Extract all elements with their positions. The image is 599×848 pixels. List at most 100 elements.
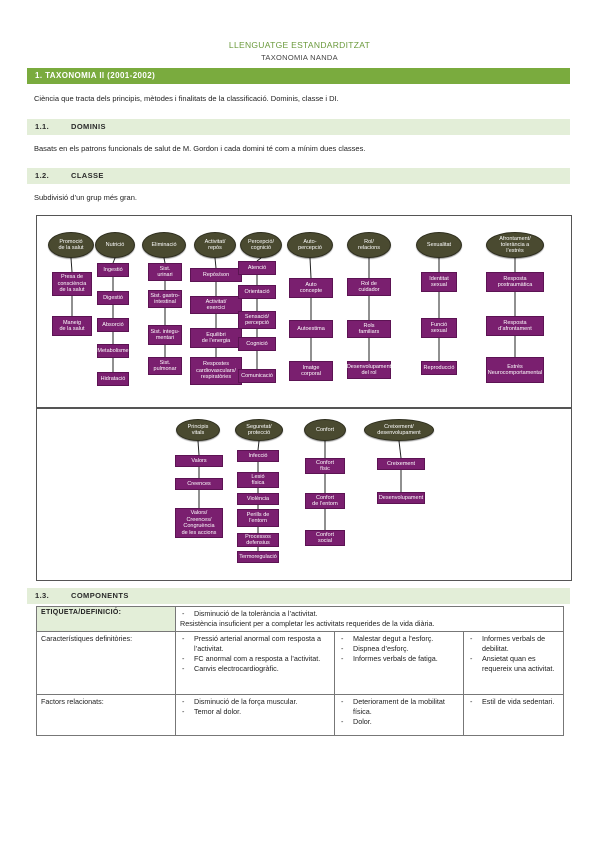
class-box: Valors/ Creences/ Congruència de les acc… [175,508,223,538]
class-box: Autoestima [289,320,333,338]
class-box: Funció sexual [421,318,457,338]
class-box: Creences [175,478,223,490]
domain-oval: Promoció de la salut [48,232,94,258]
class-box: Desenvolupament [377,492,425,504]
domain-oval: Eliminació [142,232,186,258]
class-box: Reproducció [421,361,457,375]
document-subtitle: TAXONOMIA NANDA [261,53,338,62]
class-box: Respostes cardiovasculars/ respiratòries [190,357,242,385]
class-box: Metabolisme [97,344,129,358]
caract-col1: Pressió arterial anormal com resposta a … [175,631,335,695]
diagram-bottom-frame [36,408,572,581]
factors-label: Factors relacionats: [36,694,176,736]
class-box: Sist. urinari [148,263,182,281]
class-box: Imatge corporal [289,361,333,381]
class-box: Cognició [238,337,276,351]
etiqueta-item: Disminució de la tolerància a l’activita… [180,609,559,619]
list-item: Disminució de la força muscular. [180,697,330,707]
class-box: Presa de consciència de la salut [52,272,92,296]
domain-oval: Creixement/ desenvolupament [364,419,434,441]
class-box: Valors [175,455,223,467]
list-item: Deteriorament de la mobilitat física. [339,697,459,717]
etiqueta-definition: Resistència insuficient per a completar … [180,619,435,628]
domain-oval: Principis vitals [176,419,220,441]
class-box: Sist. pulmonar [148,357,182,375]
etiqueta-cell: Disminució de la tolerància a l’activita… [175,606,564,632]
class-box: Activitat/ exercici [190,296,242,314]
list-item: Temor al dolor. [180,707,330,717]
caract-col3: Informes verbals de debilitat.Ansietat q… [463,631,564,695]
class-box: Identitat sexual [421,272,457,292]
domain-oval: Sexualitat [416,232,462,258]
subsection-classe-bar: 1.2. CLASSE [27,168,570,184]
class-box: Maneig de la salut [52,316,92,336]
caract-col2: Malestar degut a l’esforç.Dispnea d’esfo… [334,631,464,695]
class-box: Resposta d’afrontament [486,316,544,336]
domain-oval: Auto- percepció [287,232,333,258]
class-box: Resposta postraumàtica [486,272,544,292]
subsection-title: DOMINIS [71,122,106,131]
class-box: Lesió física [237,472,279,488]
subsection-title: COMPONENTS [71,591,129,600]
list-item: Pressió arterial anormal com resposta a … [180,634,330,654]
domain-oval: Seguretat/ protecció [235,419,283,441]
class-box: Termoregulació [237,551,279,563]
etiqueta-label: ETIQUETA/DEFINICIÓ: [36,606,176,632]
class-box: Repòs/son [190,268,242,282]
document-title: LLENGUATGE ESTANDARDITZAT [228,40,371,50]
domain-oval: Rol/ relacions [347,232,391,258]
class-box: Desenvolupament del rol [347,361,391,379]
class-box: Perills de l’entorn [237,509,279,527]
subsection-title: CLASSE [71,171,104,180]
factors-col2: Deteriorament de la mobilitat física.Dol… [334,694,464,736]
class-box: Atenció [238,261,276,275]
components-table: ETIQUETA/DEFINICIÓ: Disminució de la tol… [36,606,564,736]
class-box: Rol de cuidador [347,278,391,296]
list-item: Informes verbals de fatiga. [339,654,459,664]
subsection-dominis-bar: 1.1. DOMINIS [27,119,570,135]
domain-oval: Percepció/ cognició [240,232,282,258]
class-box: Estrès Neurocomportamental [486,357,544,383]
subsection-number: 1.2. [35,171,50,180]
class-box: Orientació [238,285,276,299]
list-item: Ansietat quan es requereix una activitat… [468,654,559,674]
list-item: Estil de vida sedentari. [468,697,559,707]
list-item: Informes verbals de debilitat. [468,634,559,654]
class-box: Confort de l’entorn [305,493,345,509]
list-item: FC anormal com a resposta a l’activitat. [180,654,330,664]
class-box: Digestió [97,291,129,305]
class-box: Sist. integu- mentari [148,325,182,345]
dominis-text: Basats en els patrons funcionals de salu… [34,144,366,153]
domain-oval: Confort [304,419,346,441]
class-box: Equilibri de l’energia [190,328,242,348]
list-item: Malestar degut a l’esforç. [339,634,459,644]
class-box: Infecció [237,450,279,462]
list-item: Canvis electrocardiogràfic. [180,664,330,674]
domain-oval: Activitat/ repòs [194,232,236,258]
class-box: Comunicació [238,369,276,383]
domain-oval: Nutrició [95,232,135,258]
section-taxonomia-text: Ciència que tracta dels principis, mètod… [34,94,339,103]
class-box: Confort social [305,530,345,546]
classe-text: Subdivisió d’un grup més gran. [34,193,137,202]
caract-label: Característiques definitòries: [36,631,176,695]
class-box: Sensació/ percepció [238,311,276,329]
class-box: Creixement [377,458,425,470]
subsection-components-bar: 1.3. COMPONENTS [27,588,570,604]
factors-col1: Disminució de la força muscular.Temor al… [175,694,335,736]
class-box: Violència [237,493,279,505]
factors-col3: Estil de vida sedentari. [463,694,564,736]
list-item: Dispnea d’esforç. [339,644,459,654]
section-taxonomia-bar: 1. TAXONOMIA II (2001-2002) [27,68,570,84]
subsection-number: 1.1. [35,122,50,131]
class-box: Absorció [97,318,129,332]
class-box: Rols familiars [347,320,391,338]
class-box: Processos defensius [237,533,279,547]
class-box: Hidratació [97,372,129,386]
domain-oval: Afrontament/ tolerància a l’estrès [486,232,544,258]
list-item: Dolor. [339,717,459,727]
class-box: Sist. gastro- intestinal [148,290,182,308]
class-box: Confort físic [305,458,345,474]
class-box: Auto concepte [289,278,333,298]
class-box: Ingestió [97,263,129,277]
